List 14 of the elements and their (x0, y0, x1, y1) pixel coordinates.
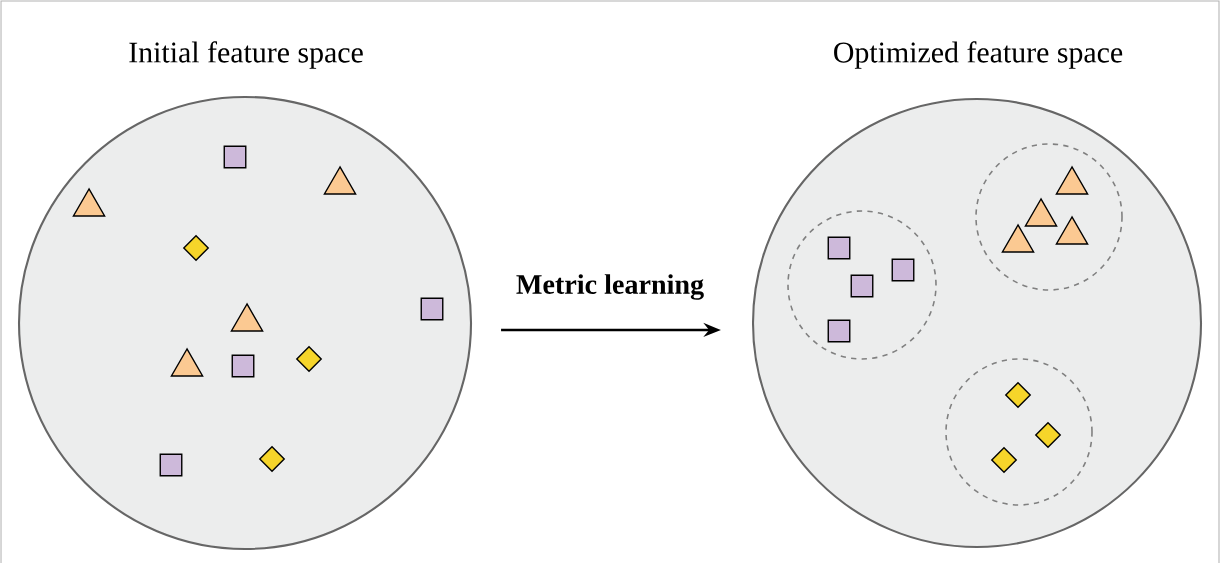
square-marker (420, 297, 444, 321)
heading: Optimized feature space (834, 41, 1123, 69)
square-marker (231, 354, 255, 378)
square-marker (223, 145, 247, 169)
heading: Initial feature space (129, 41, 363, 69)
edge-label: Metric learning (516, 274, 704, 300)
square-marker (850, 274, 874, 298)
square-marker (827, 319, 851, 343)
cluster-circle (975, 143, 1123, 291)
square-marker (827, 236, 851, 260)
cluster-circle (787, 210, 937, 360)
cluster-circle (945, 358, 1093, 506)
square-marker (159, 453, 183, 477)
square-marker (891, 258, 915, 282)
